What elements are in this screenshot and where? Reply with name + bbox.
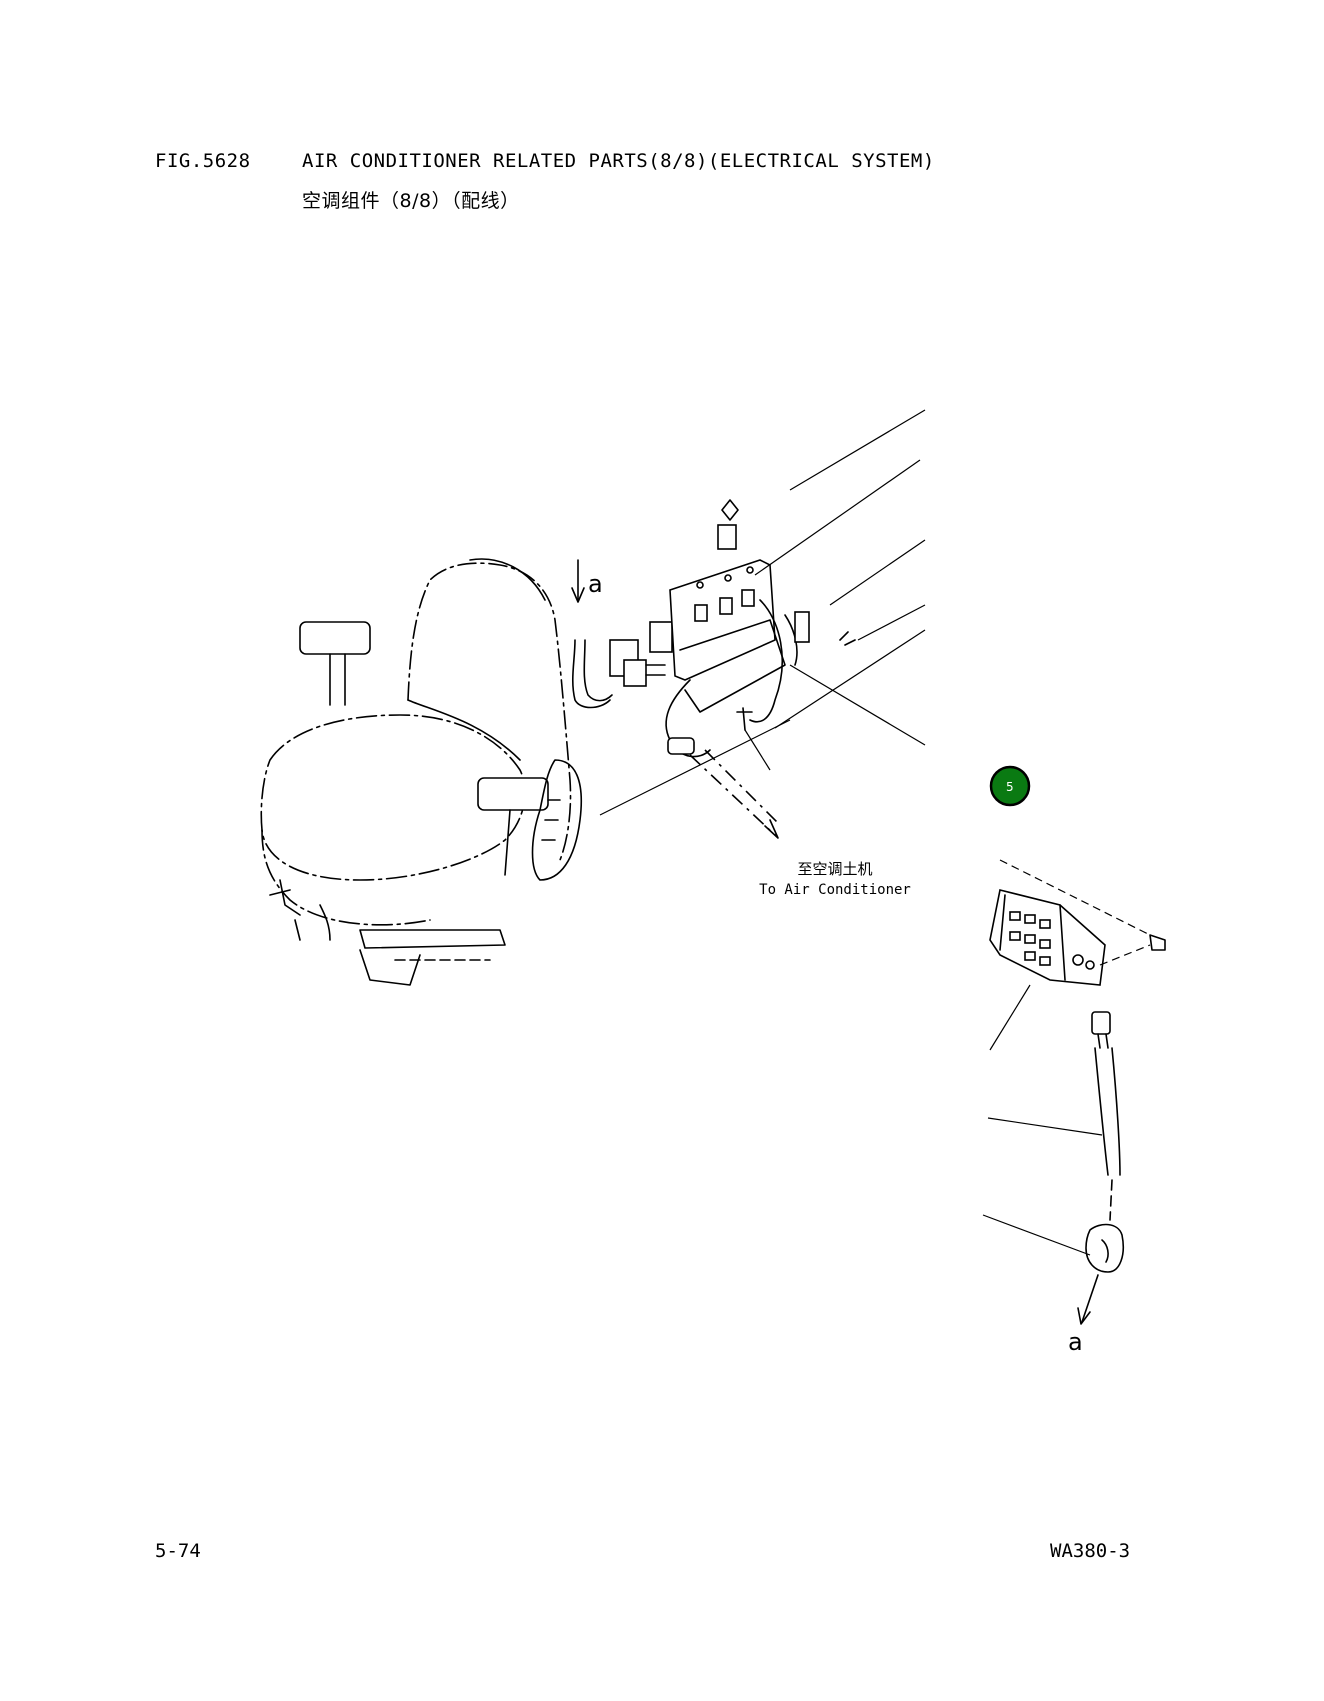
- wiring-bracket: [665, 499, 856, 758]
- connector-arrow-a-bottom: a: [1068, 1274, 1099, 1356]
- note-english: To Air Conditioner: [759, 882, 911, 898]
- figure-title-chinese: 空调组件（8/8）（配线）: [302, 190, 520, 212]
- harness-cable: [982, 1011, 1124, 1273]
- figure-number: FIG.5628: [155, 150, 251, 172]
- leader-lines: [599, 409, 926, 816]
- to-air-conditioner-arrow: [689, 749, 781, 839]
- wiring-harness: [572, 621, 673, 709]
- label-a-bottom: a: [1068, 1328, 1083, 1356]
- note-chinese: 至空调土机: [797, 860, 873, 878]
- model-code: WA380-3: [1050, 1540, 1131, 1562]
- figure-title-english: AIR CONDITIONER RELATED PARTS(8/8)(ELECT…: [302, 150, 935, 172]
- label-a-top: a: [588, 570, 603, 598]
- callout-marker[interactable]: 5: [989, 765, 1031, 807]
- connector-arrow-a-top: a: [571, 559, 603, 603]
- page-number: 5-74: [155, 1540, 201, 1562]
- callout-number: 5: [1006, 780, 1014, 794]
- ac-control-panel: [989, 859, 1166, 1051]
- operator-seat: [260, 558, 583, 986]
